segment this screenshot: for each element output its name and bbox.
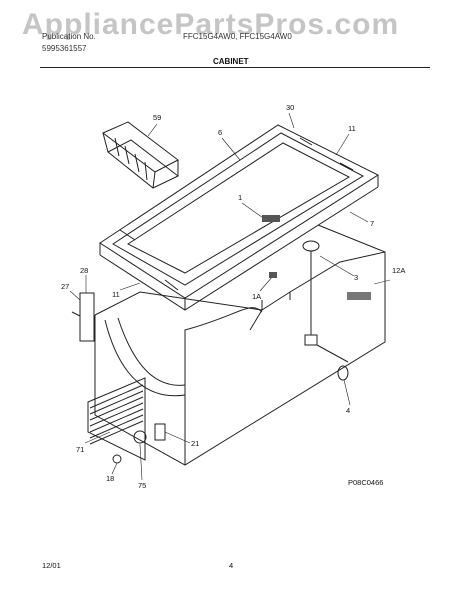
callout-label: 28	[80, 266, 88, 275]
watermark: AppliancePartsPros.com	[22, 8, 400, 41]
callout-label: 18	[106, 474, 114, 483]
callout-label: 75	[138, 481, 146, 490]
callout-label: 12A	[392, 266, 405, 275]
callout-label: 30	[286, 103, 294, 112]
light-switch-part	[269, 272, 277, 278]
callout-label: 1A	[252, 292, 261, 301]
callout-label: 3	[354, 273, 358, 282]
hinge	[71, 292, 95, 342]
lid-lock-part	[262, 215, 280, 222]
lid-frame	[99, 124, 380, 311]
callout-label: 21	[191, 439, 199, 448]
drain-assembly	[302, 240, 349, 381]
callout-label: 1	[238, 193, 242, 202]
callout-label: 27	[61, 282, 69, 291]
callout-label: 71	[76, 445, 84, 454]
model-numbers: FFC15G4AW0, FFC15G4AW0	[183, 32, 292, 41]
callout-label: 11	[112, 290, 120, 299]
page-number: 4	[229, 561, 234, 570]
diagram-code: P08C0466	[348, 478, 383, 487]
callout-label: 11	[348, 124, 356, 133]
header-rule	[40, 67, 430, 68]
section-title: CABINET	[213, 57, 249, 66]
basket	[102, 121, 179, 189]
cabinet	[94, 224, 386, 466]
footer-date: 12/01	[42, 561, 61, 570]
callout-label: 59	[153, 113, 161, 122]
callout-label: 7	[370, 219, 374, 228]
publication-label: Publication No.	[42, 32, 96, 41]
callout-label: 4	[346, 406, 350, 415]
grille-panel	[87, 377, 166, 464]
label-plate	[347, 292, 371, 300]
callout-label: 6	[218, 128, 222, 137]
leader-lines	[69, 112, 391, 481]
publication-number: 5995361557	[42, 44, 87, 53]
